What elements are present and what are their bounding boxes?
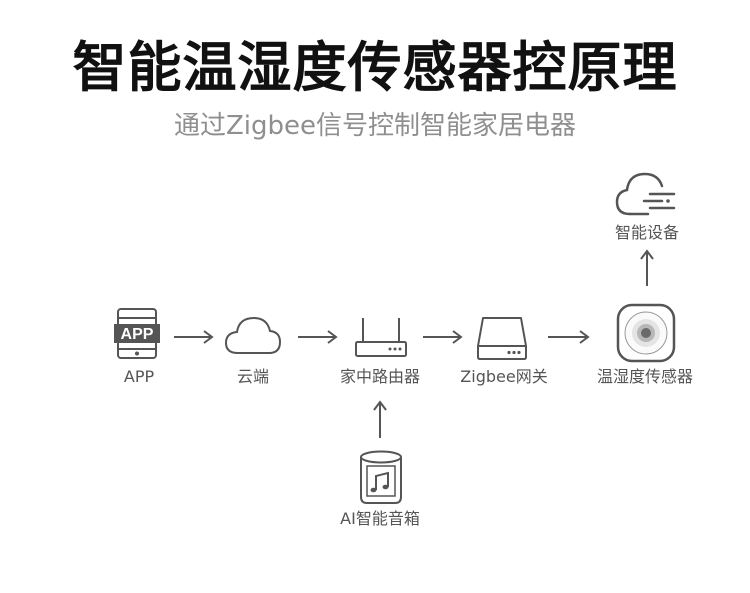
arrow-app-to-cloud [174, 330, 214, 344]
arrow-sensor-to-smart-devices [640, 249, 654, 286]
label-cloud: 云端 [236, 367, 269, 386]
arrow-router-to-gateway [423, 330, 463, 344]
label-speaker: AI智能音箱 [340, 509, 420, 528]
smart-speaker-icon [360, 450, 402, 504]
page-subtitle: 通过Zigbee信号控制智能家居电器 [173, 111, 577, 141]
smartphone-app-icon: APP [114, 308, 160, 359]
arrow-speaker-to-router [373, 400, 387, 438]
app-badge-text: APP [121, 326, 154, 343]
arrow-gateway-to-sensor [548, 330, 590, 344]
cloud-icon [224, 316, 282, 354]
label-sensor: 温湿度传感器 [596, 367, 693, 386]
label-router: 家中路由器 [339, 367, 420, 386]
temperature-humidity-sensor-icon [616, 303, 676, 363]
label-smart-devices: 智能设备 [614, 223, 679, 242]
label-gateway: Zigbee网关 [460, 367, 548, 386]
wifi-router-icon [355, 318, 407, 357]
label-app: APP [123, 367, 155, 386]
arrow-cloud-to-router [298, 330, 338, 344]
smart-cloud-device-icon [615, 172, 676, 216]
zigbee-gateway-icon [477, 317, 527, 360]
page-title: 智能温湿度传感器控原理 [72, 36, 678, 99]
